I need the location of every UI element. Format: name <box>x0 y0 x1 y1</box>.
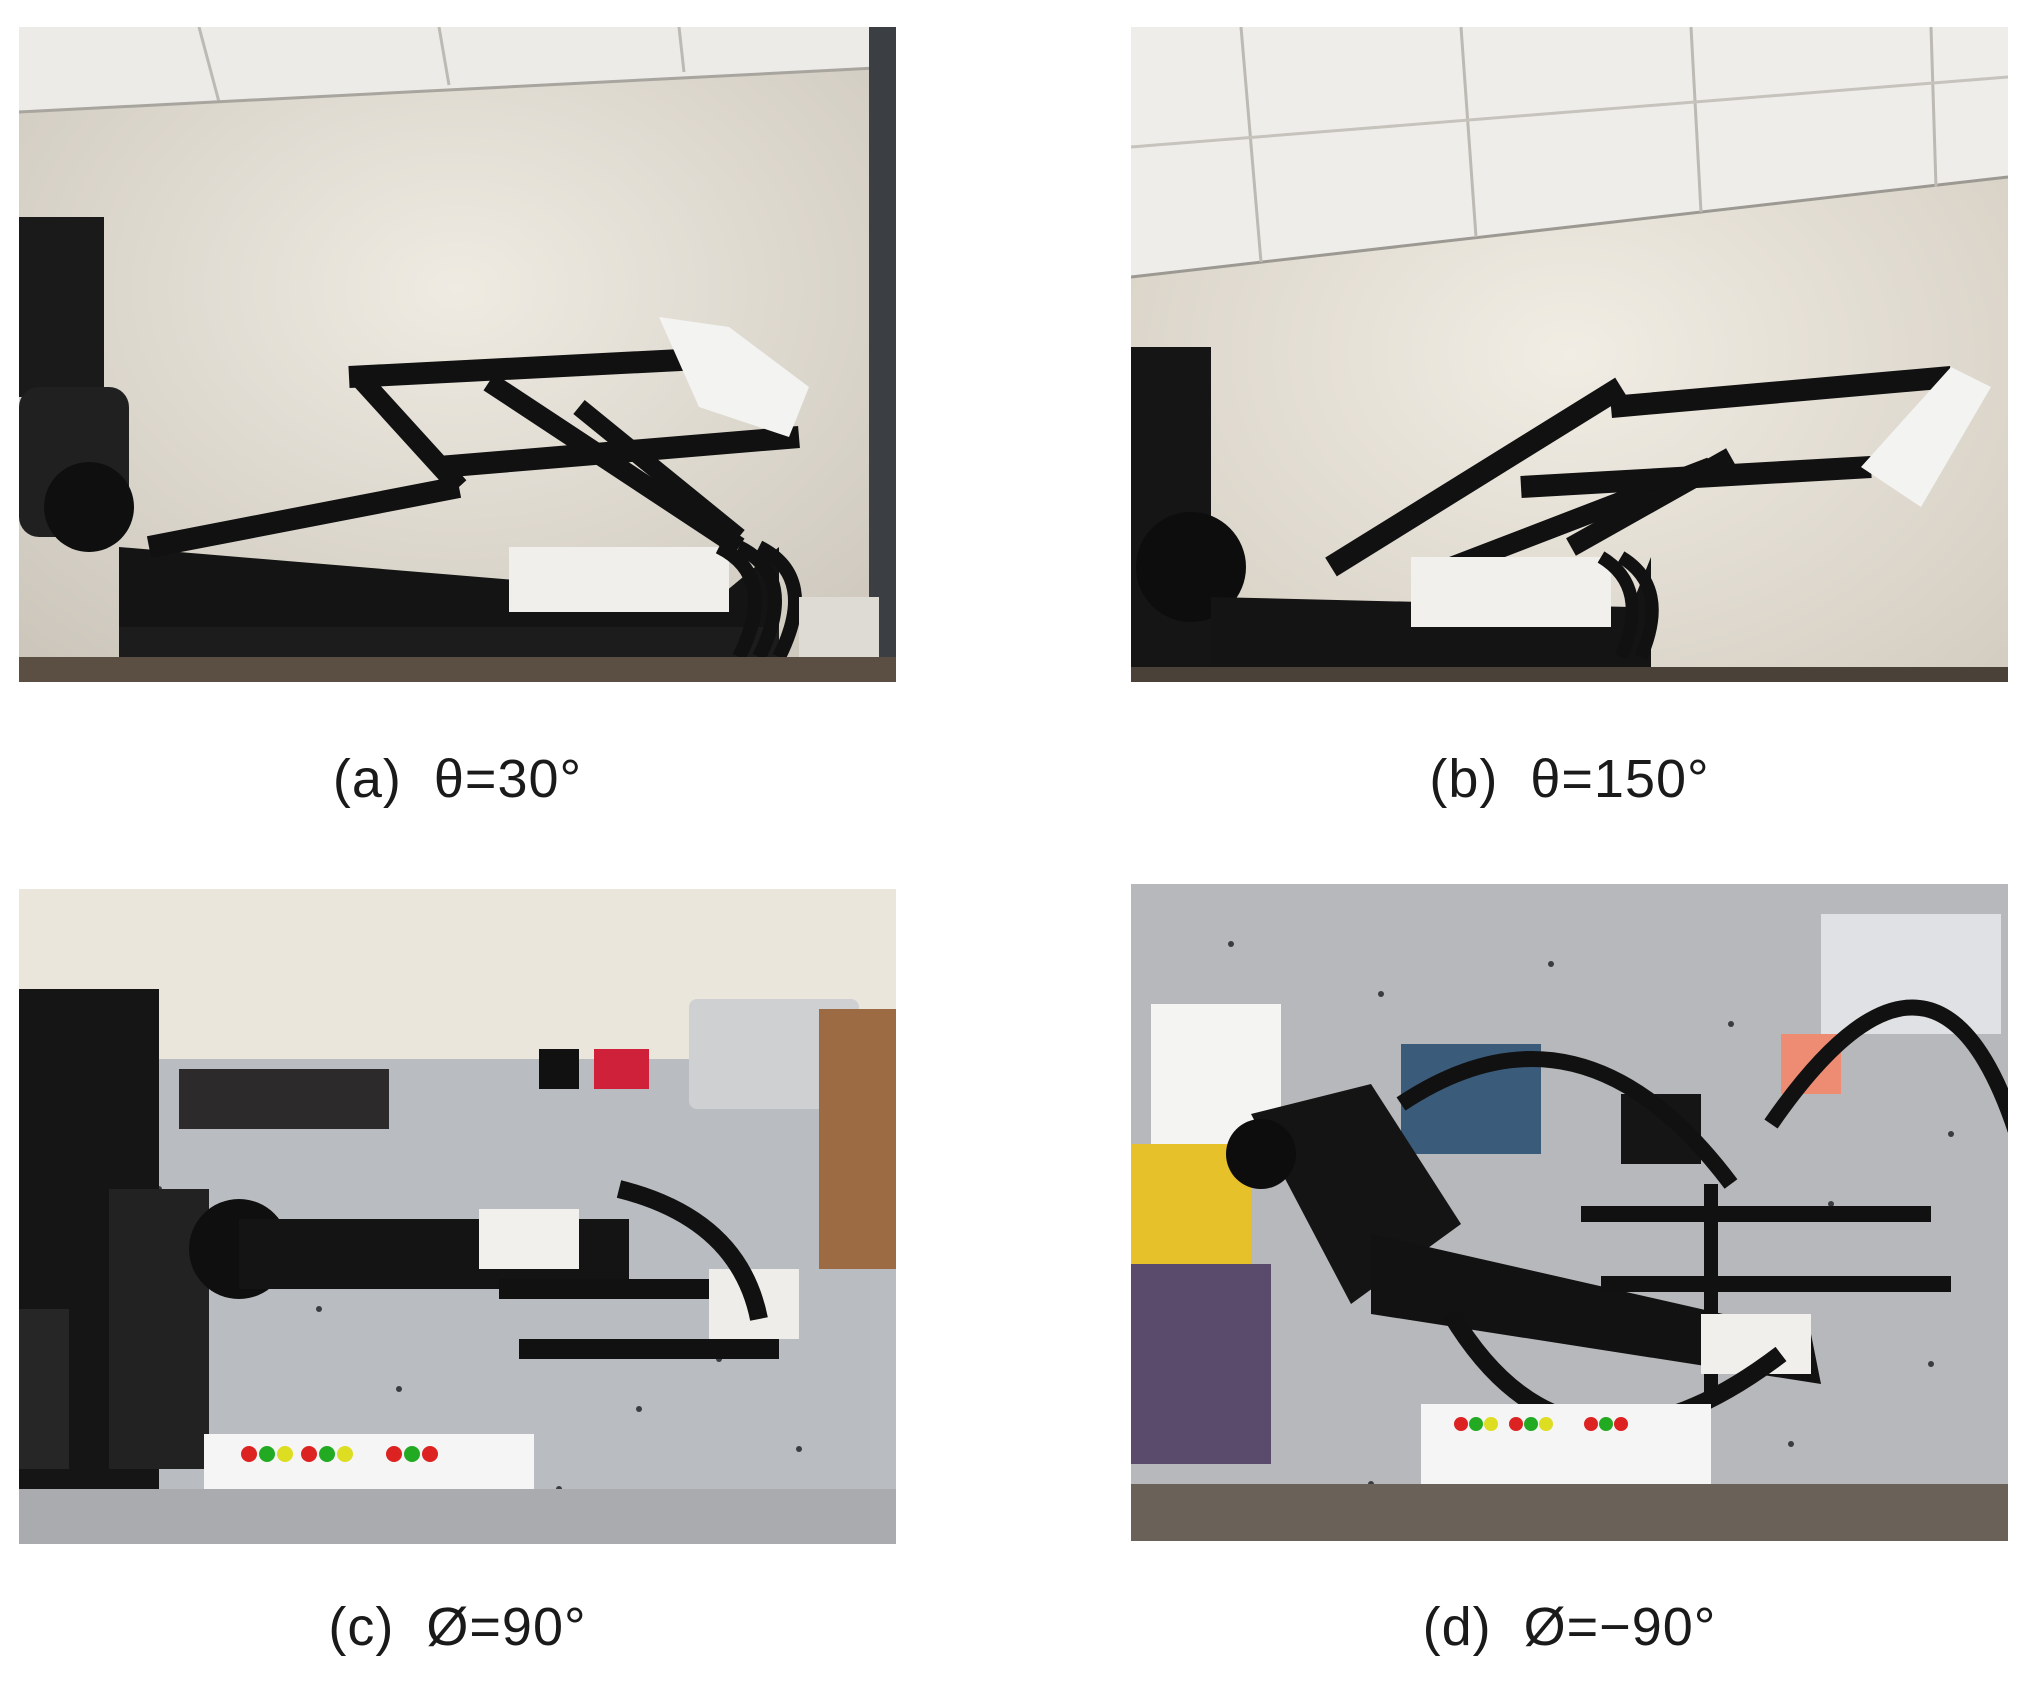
robot-arm-overhead-photo-d <box>1131 884 2008 1541</box>
photo-panel-a <box>19 27 896 682</box>
caption-b: (b) θ=150° <box>1429 749 1710 809</box>
robot-arm-side-view-photo-a <box>19 27 896 682</box>
caption-c: (c) Ø=90° <box>328 1597 587 1657</box>
photo-panel-d <box>1131 884 2008 1541</box>
photo-panel-c <box>19 889 896 1544</box>
robot-arm-table-view-photo-c <box>19 889 896 1544</box>
caption-a: (a) θ=30° <box>332 749 583 809</box>
photo-panel-b <box>1131 27 2008 682</box>
caption-d: (d) Ø=−90° <box>1422 1597 1717 1657</box>
robot-arm-side-view-photo-b <box>1131 27 2008 682</box>
